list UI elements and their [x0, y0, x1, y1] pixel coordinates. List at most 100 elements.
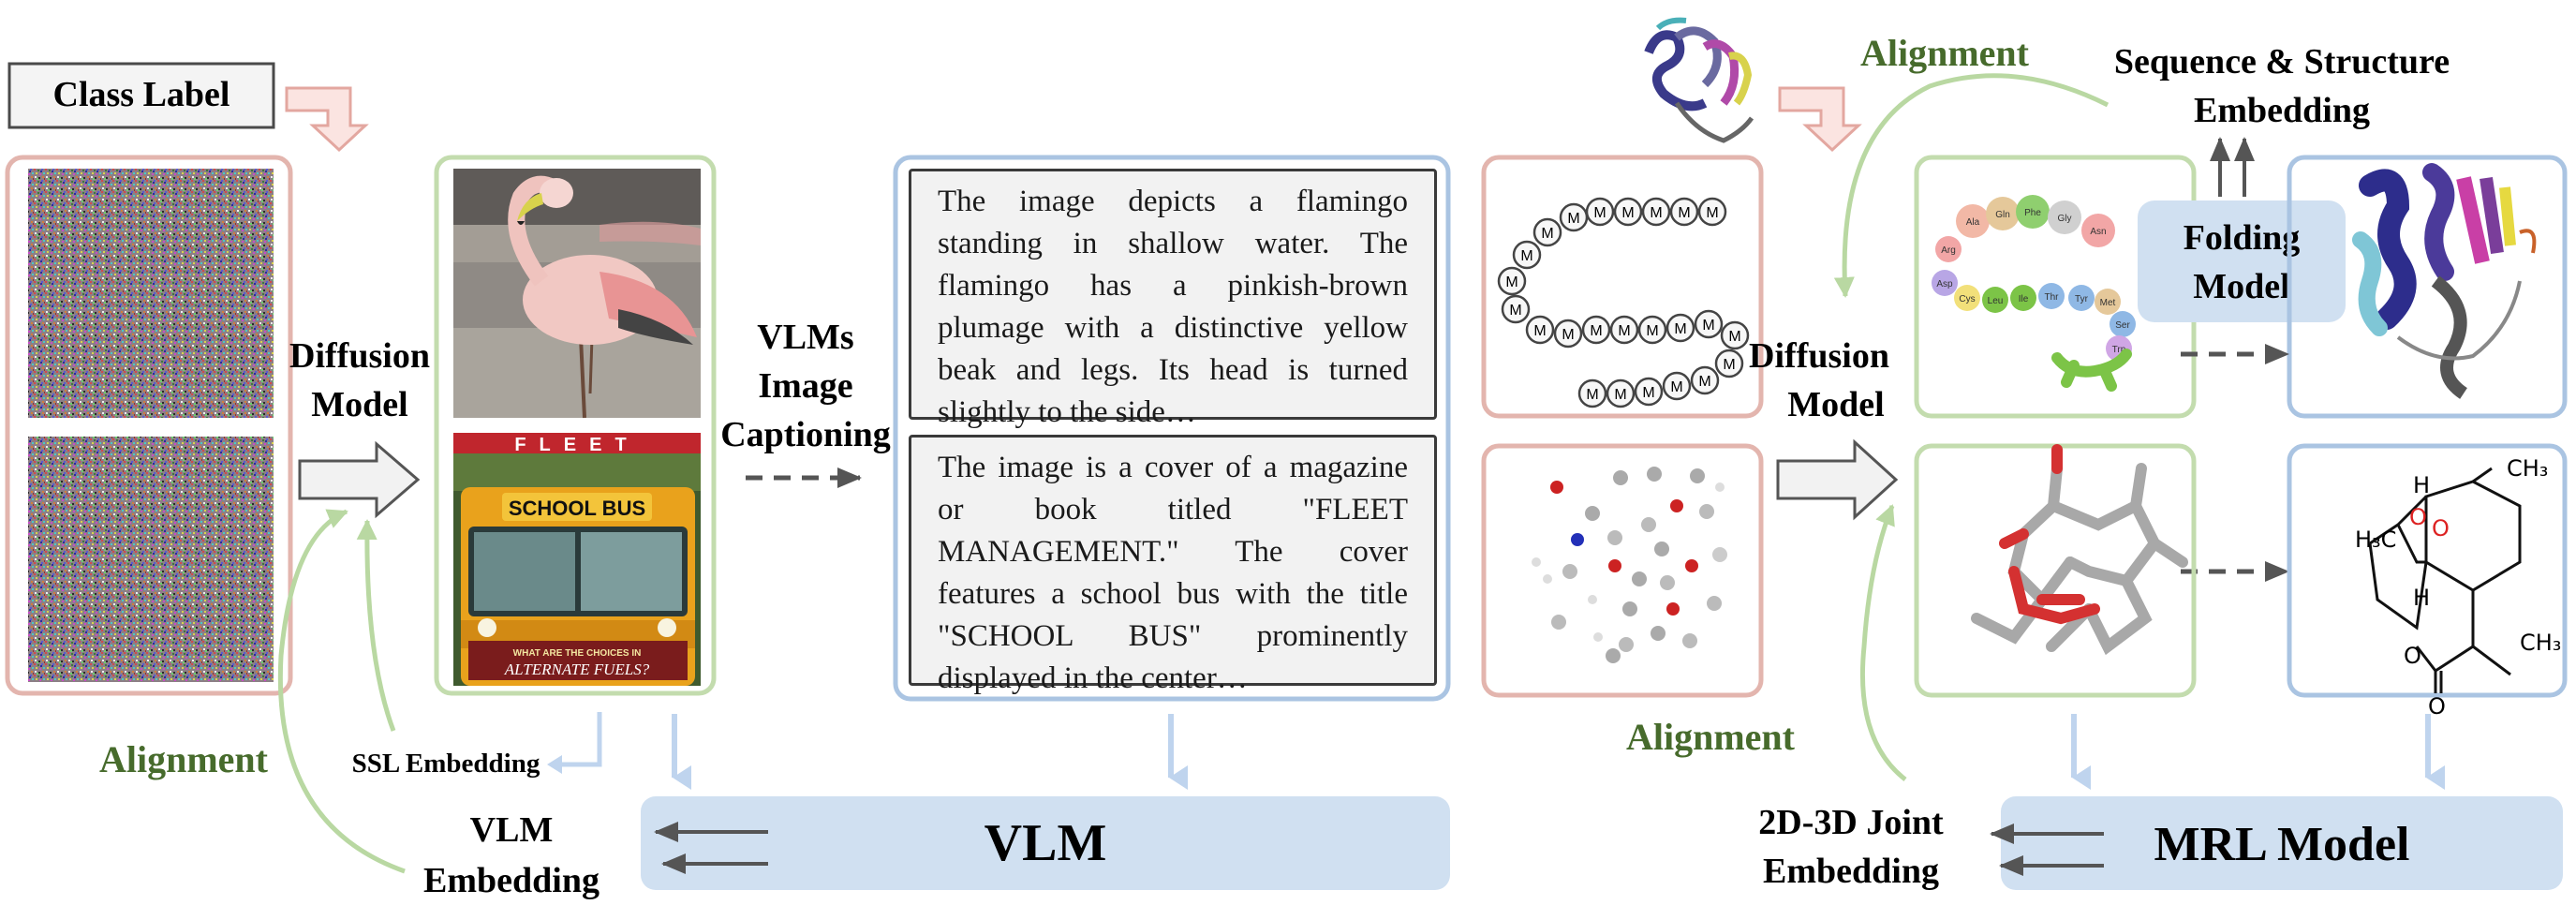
- noise-frame: [5, 155, 293, 696]
- monomer-circle: [1525, 315, 1555, 345]
- amino-acid-bead: [2068, 285, 2095, 311]
- noise-image-1: [28, 169, 274, 418]
- alignment-curve-right: [1859, 504, 1907, 781]
- seq-struct-label-2: Embedding: [2194, 91, 2370, 130]
- mol-o-4: O: [2428, 693, 2446, 720]
- amino-acid-label: Asp: [1936, 279, 1953, 289]
- amino-acid-label: Ala: [1966, 217, 1980, 228]
- atom-point: [1585, 506, 1600, 521]
- atom-point: [1682, 633, 1697, 648]
- ssl-bent-arrow: [556, 712, 602, 767]
- atom-point: [1551, 615, 1566, 630]
- atom-point: [1651, 626, 1666, 641]
- atom-point: [1670, 499, 1683, 512]
- monomer-label: M: [1650, 205, 1662, 221]
- atom-point: [1619, 637, 1634, 652]
- amino-acid-bead: [1932, 270, 1958, 296]
- atom-point: [1607, 530, 1622, 545]
- atom-point: [1571, 533, 1584, 546]
- vlms-label-1: VLMs: [757, 318, 853, 357]
- vlms-label-3: Captioning: [720, 415, 891, 454]
- diffusion-left-label-1: Diffusion: [289, 336, 430, 376]
- atom-point: [1707, 596, 1722, 611]
- molecule-2d-frame: [2287, 443, 2568, 698]
- vlm-embedding-label-2: Embedding: [423, 861, 600, 900]
- monomer-label: M: [1674, 321, 1686, 337]
- monomer-label: M: [1678, 205, 1690, 221]
- atom-point: [1593, 632, 1603, 642]
- atom-point: [1660, 575, 1675, 590]
- seq-struct-label-1: Sequence & Structure: [2114, 42, 2450, 82]
- mol-ch3-top: CH₃: [2507, 455, 2548, 482]
- atom-point: [1613, 470, 1628, 485]
- atom-point: [1647, 467, 1662, 482]
- alignment-right-label: Alignment: [1626, 716, 1796, 758]
- folding-model-box: [2138, 200, 2346, 322]
- amino-acid-label: Phe: [2024, 208, 2041, 218]
- monomer-label: M: [1533, 323, 1546, 339]
- atom-point: [1588, 595, 1597, 604]
- amino-acid-label: Leu: [1988, 296, 2004, 306]
- monomer-label: M: [1642, 385, 1654, 401]
- class-label-box: Class Label: [7, 62, 275, 129]
- amino-acid-bead: [1935, 236, 1962, 262]
- monomer-label: M: [1562, 327, 1574, 343]
- vlm-bar: [641, 796, 1450, 890]
- mrl-bar-label: MRL Model: [2154, 818, 2410, 871]
- amino-acid-label: Ile: [2019, 294, 2029, 304]
- atom-point: [1550, 481, 1563, 494]
- diffusion-right-label-2: Model: [1787, 385, 1884, 424]
- amino-acid-bead: [2110, 311, 2136, 337]
- alignment-curve-left: [277, 509, 406, 874]
- class-label-text: Class Label: [53, 75, 230, 114]
- monomer-circle: [1581, 315, 1611, 345]
- amino-acid-label: Trp: [2112, 345, 2126, 355]
- amino-acid-label: Arg: [1941, 245, 1956, 256]
- molecule-2d: [2368, 467, 2522, 693]
- monomer-circle: [1613, 197, 1643, 227]
- amino-acid-bead: [1982, 287, 2008, 313]
- atom-point: [1622, 601, 1637, 616]
- monomer-circle: [1641, 197, 1671, 227]
- generated-images-frame: [434, 155, 717, 696]
- atom-point: [1690, 468, 1705, 483]
- amino-acid-bead: [2048, 200, 2081, 234]
- monomer-circle: [1501, 294, 1531, 324]
- amino-acid-bead: [1954, 285, 1980, 311]
- atom-point: [1654, 542, 1669, 556]
- monomer-circle: [1553, 319, 1583, 349]
- monomer-circle: [1669, 197, 1699, 227]
- amino-acid-bead: [2010, 285, 2036, 311]
- alignment-curve-left-small: [356, 519, 396, 732]
- monomer-circle: [1577, 378, 1607, 408]
- atom-point: [1666, 602, 1680, 616]
- amino-acid-bead: [1956, 204, 1990, 238]
- monomer-circle: [1697, 197, 1727, 227]
- monomer-label: M: [1509, 303, 1521, 319]
- amino-acid-bead: [2038, 283, 2065, 309]
- mol-h-bottom: H: [2413, 585, 2430, 611]
- amino-acid-bead: [1986, 197, 2020, 230]
- monomer-label: M: [1646, 323, 1658, 339]
- atom-point: [1562, 564, 1577, 579]
- mrl-bar: [2001, 796, 2563, 890]
- monomer-circle: [1714, 349, 1744, 378]
- point-cloud-frame: [1481, 443, 1764, 698]
- bus-magazine-image: FLEET SCHOOL BUS WHAT ARE THE CHOICES IN…: [453, 433, 701, 686]
- joint-embedding-label-1: 2D-3D Joint: [1758, 803, 1944, 842]
- monomer-label: M: [1702, 318, 1714, 334]
- magazine-header: FLEET: [514, 435, 639, 455]
- sequence-frame: [1481, 155, 1764, 419]
- amino-acid-label: Tyr: [2075, 294, 2089, 304]
- amino-acid-bead: [2095, 289, 2121, 315]
- monomer-circle: [1609, 315, 1639, 345]
- vlms-label-2: Image: [758, 366, 852, 406]
- monomer-circle: [1559, 202, 1589, 232]
- atom-point: [1608, 559, 1621, 572]
- monomer-circle: [1662, 371, 1692, 401]
- joint-embedding-label-2: Embedding: [1763, 852, 1939, 891]
- monomer-label: M: [1586, 387, 1598, 403]
- amino-acid-bead: [2016, 195, 2050, 229]
